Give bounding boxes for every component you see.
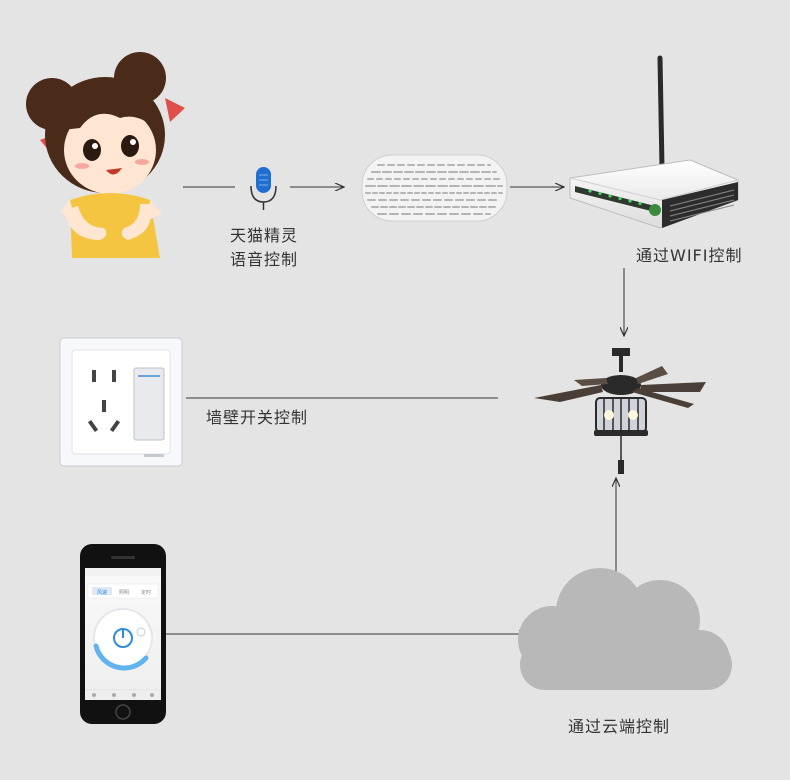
voice-control-label: 天猫精灵 语音控制 xyxy=(222,224,306,272)
cloud-control-label: 通过云端控制 xyxy=(568,717,671,736)
cloud-icon xyxy=(518,568,732,690)
smart-speaker xyxy=(361,154,508,222)
phone-app-tab[interactable]: 定时 xyxy=(141,589,151,596)
phone-app-tab[interactable]: 照明 xyxy=(119,590,129,596)
smartphone xyxy=(80,544,166,724)
wall-switch-control-label: 墙壁开关控制 xyxy=(206,408,309,427)
girl-cartoon xyxy=(26,52,185,258)
ceiling-fan xyxy=(534,348,706,474)
voice-label-line2: 语音控制 xyxy=(229,250,298,269)
wifi-control-label: 通过WIFI控制 xyxy=(636,246,743,265)
microphone-icon xyxy=(250,167,277,210)
phone-app-tab[interactable]: 风速 xyxy=(97,590,107,596)
wall-socket xyxy=(59,337,183,467)
router xyxy=(569,55,739,229)
voice-label-line1: 天猫精灵 xyxy=(229,226,298,245)
